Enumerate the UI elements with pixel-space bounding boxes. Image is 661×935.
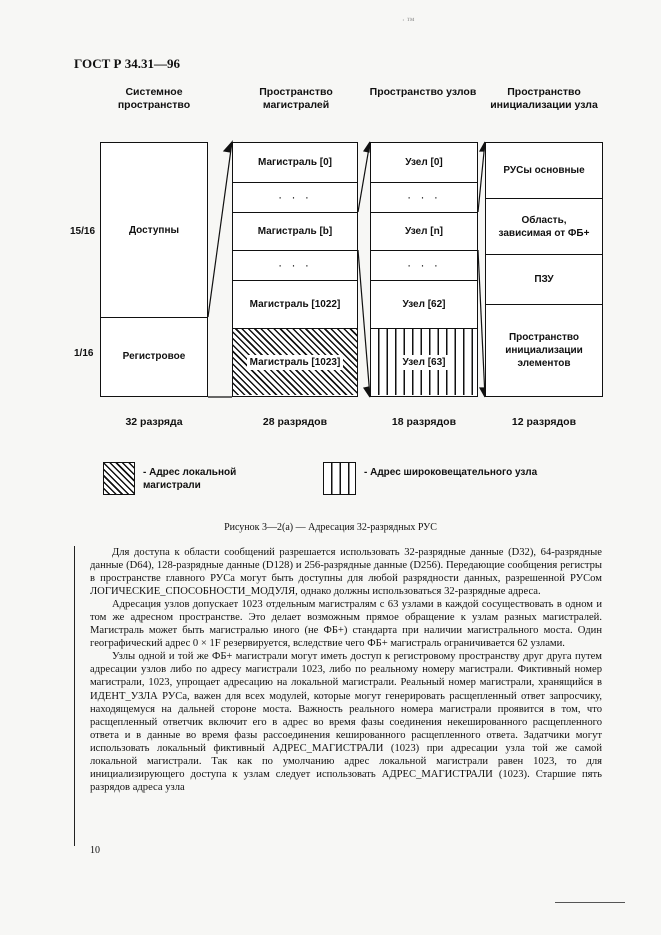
arrowhead-init-top xyxy=(478,141,486,152)
bus-b-label: Магистраль [b] xyxy=(257,226,333,237)
node-cell-n: Узел [n] xyxy=(371,213,477,251)
init-space-title: Пространство инициализации узла xyxy=(490,86,598,111)
init-cell-elements: Пространство инициализации элементов xyxy=(486,305,602,395)
node-ellipsis-2-label: · · · xyxy=(407,258,441,272)
bus-1023-label: Магистраль [1023] xyxy=(246,354,344,370)
arrowhead-init-bottom xyxy=(478,387,486,398)
node-cell-63-hatched: Узел [63] xyxy=(371,329,477,395)
node-space-box: Узел [0] · · · Узел [n] · · · Узел [62] … xyxy=(370,142,478,397)
paragraph-2: Адресация узлов допускает 1023 отдельным… xyxy=(90,599,602,650)
node-cell-0: Узел [0] xyxy=(371,143,477,183)
system-register-cell: Регистровое xyxy=(101,318,207,395)
node-ellipsis-2: · · · xyxy=(371,251,477,281)
bus-ellipsis-2-label: · · · xyxy=(278,258,312,272)
arrowhead-node-bottom xyxy=(363,386,371,398)
system-bits-label: 32 разряда xyxy=(125,416,183,428)
init-bits-label: 12 разрядов xyxy=(511,416,577,428)
figure-caption: Рисунок 3—2(а) — Адресация 32-разрядных … xyxy=(224,522,437,533)
bus-bits-label: 28 разрядов xyxy=(262,416,328,428)
node-0-label: Узел [0] xyxy=(405,157,443,168)
page-number: 10 xyxy=(90,845,100,856)
connector-bus-to-node-top xyxy=(357,141,371,213)
init-space-box: РУСы основные Область, зависимая от ФБ+ … xyxy=(485,142,603,397)
system-space-title: Системное пространство xyxy=(117,86,191,111)
top-mark: · ™ xyxy=(402,16,415,25)
connector-system-to-bus-top xyxy=(207,141,233,318)
node-63-label: Узел [63] xyxy=(399,354,449,370)
revision-bar xyxy=(74,546,75,846)
node-space-title: Пространство узлов xyxy=(369,86,477,98)
bus-cell-b: Магистраль [b] xyxy=(233,213,357,251)
system-accessible-label: Доступны xyxy=(128,224,180,236)
bus-ellipsis-2: · · · xyxy=(233,251,357,281)
bus-cell-1022: Магистраль [1022] xyxy=(233,281,357,329)
init-fb-dependent-label: Область, зависимая от ФБ+ xyxy=(498,214,590,239)
arrowhead-bus-top xyxy=(222,139,234,153)
bus-1022-label: Магистраль [1022] xyxy=(249,299,341,310)
bus-space-title: Пространство магистралей xyxy=(259,86,333,111)
init-cell-fb-dependent: Область, зависимая от ФБ+ xyxy=(486,199,602,255)
init-elements-label: Пространство инициализации элементов xyxy=(505,331,583,369)
bus-cell-1023-hatched: Магистраль [1023] xyxy=(233,329,357,395)
body-text: Для доступа к области сообщений разрешае… xyxy=(90,546,602,794)
bus-ellipsis-1-label: · · · xyxy=(278,190,312,204)
legend-vertical-hatch-swatch xyxy=(323,462,356,495)
node-62-label: Узел [62] xyxy=(402,299,446,310)
connector-node-to-init-top xyxy=(477,141,486,213)
system-register-label: Регистровое xyxy=(122,351,186,362)
connector-bus-to-node-bottom xyxy=(357,249,371,398)
paragraph-1: Для доступа к области сообщений разрешае… xyxy=(90,547,602,598)
init-cell-rom: ПЗУ xyxy=(486,255,602,305)
node-n-label: Узел [n] xyxy=(404,226,444,237)
fraction-lower-label: 1/16 xyxy=(74,348,94,359)
system-accessible-cell: Доступны xyxy=(101,143,207,318)
init-rus-label: РУСы основные xyxy=(503,165,585,176)
init-rom-label: ПЗУ xyxy=(534,274,554,285)
legend-diagonal-hatch-swatch xyxy=(103,462,135,495)
bus-ellipsis-1: · · · xyxy=(233,183,357,213)
arrowhead-node-top xyxy=(363,141,371,153)
fraction-upper-label: 15/16 xyxy=(70,226,96,237)
bus-space-box: Магистраль [0] · · · Магистраль [b] · · … xyxy=(232,142,358,397)
document-header: ГОСТ Р 34.31—96 xyxy=(74,56,180,71)
node-cell-62: Узел [62] xyxy=(371,281,477,329)
connector-node-to-init-bottom xyxy=(477,249,486,398)
node-bits-label: 18 разрядов xyxy=(391,416,457,428)
system-space-box: Доступны Регистровое xyxy=(100,142,208,397)
paragraph-3: Узлы одной и той же ФБ+ магистрали могут… xyxy=(90,651,602,793)
node-ellipsis-1: · · · xyxy=(371,183,477,213)
bottom-rule xyxy=(555,902,625,903)
node-ellipsis-1-label: · · · xyxy=(407,190,441,204)
init-cell-rus: РУСы основные xyxy=(486,143,602,199)
bus-cell-0: Магистраль [0] xyxy=(233,143,357,183)
legend-local-bus-text: - Адрес локальной магистрали xyxy=(143,467,237,491)
bus-0-label: Магистраль [0] xyxy=(258,157,332,168)
legend-broadcast-node-text: - Адрес широковещательного узла xyxy=(364,467,538,478)
